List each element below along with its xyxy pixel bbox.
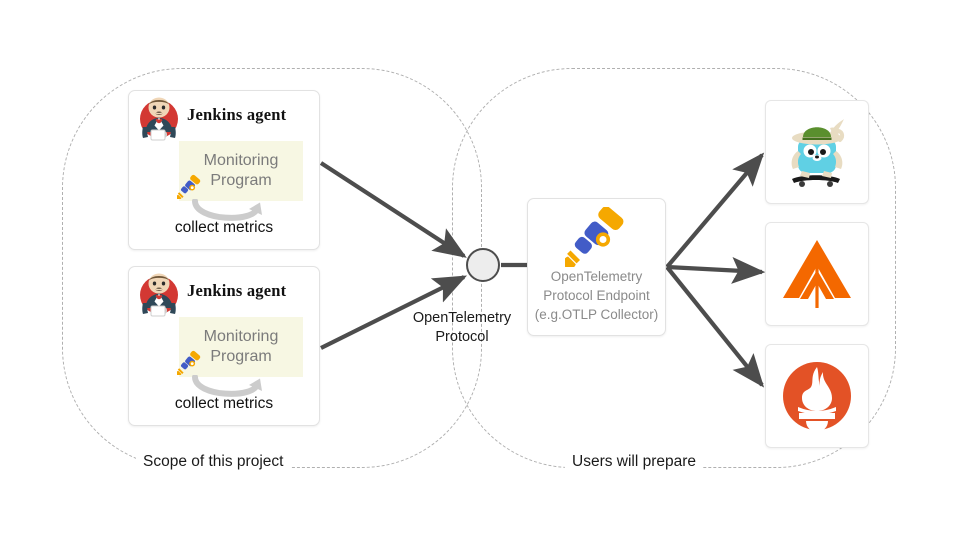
agent-card-header: Jenkins agent: [129, 267, 319, 319]
opentelemetry-telescope-icon: [565, 207, 624, 267]
monitoring-program-label: Monitoring Program: [203, 328, 279, 365]
otlp-collector-card[interactable]: OpenTelemetry Protocol Endpoint (e.g.OTL…: [527, 198, 666, 336]
jenkins-butler-icon: [140, 96, 178, 141]
scope-label-project: Scope of this project: [136, 452, 291, 472]
curved-arrow-icon: [192, 375, 262, 397]
monitoring-program-box: Monitoring Program: [177, 317, 303, 377]
otlp-hub-node[interactable]: [466, 248, 500, 282]
backend-card-grafana[interactable]: [765, 222, 869, 326]
agent-title: Jenkins agent: [187, 105, 287, 124]
opentelemetry-telescope-icon: [177, 174, 201, 199]
collect-metrics-label: collect metrics: [174, 395, 274, 412]
backend-card-jaeger[interactable]: [765, 100, 869, 204]
agent-title: Jenkins agent: [187, 281, 287, 300]
backend-card-prometheus[interactable]: [765, 344, 869, 448]
jenkins-agent-card[interactable]: Jenkins agent Monitoring Program collect…: [128, 266, 320, 426]
monitoring-program-label: Monitoring Program: [203, 152, 279, 189]
agent-card-header: Jenkins agent: [129, 91, 319, 143]
collect-metrics-label: collect metrics: [174, 219, 274, 236]
opentelemetry-protocol-label: OpenTelemetry Protocol: [412, 310, 512, 345]
grafana-logo-icon: [783, 240, 851, 308]
monitoring-program-box: Monitoring Program: [177, 141, 303, 201]
jenkins-agent-card[interactable]: Jenkins agent Monitoring Program collect…: [128, 90, 320, 250]
otlp-collector-label: OpenTelemetry Protocol Endpoint (e.g.OTL…: [534, 269, 659, 322]
jenkins-butler-icon: [140, 272, 178, 317]
curved-arrow-icon: [192, 199, 262, 221]
opentelemetry-telescope-icon: [177, 350, 201, 375]
jaeger-gopher-icon: [791, 119, 845, 187]
scope-label-users: Users will prepare: [565, 452, 704, 472]
prometheus-torch-icon: [783, 362, 851, 432]
